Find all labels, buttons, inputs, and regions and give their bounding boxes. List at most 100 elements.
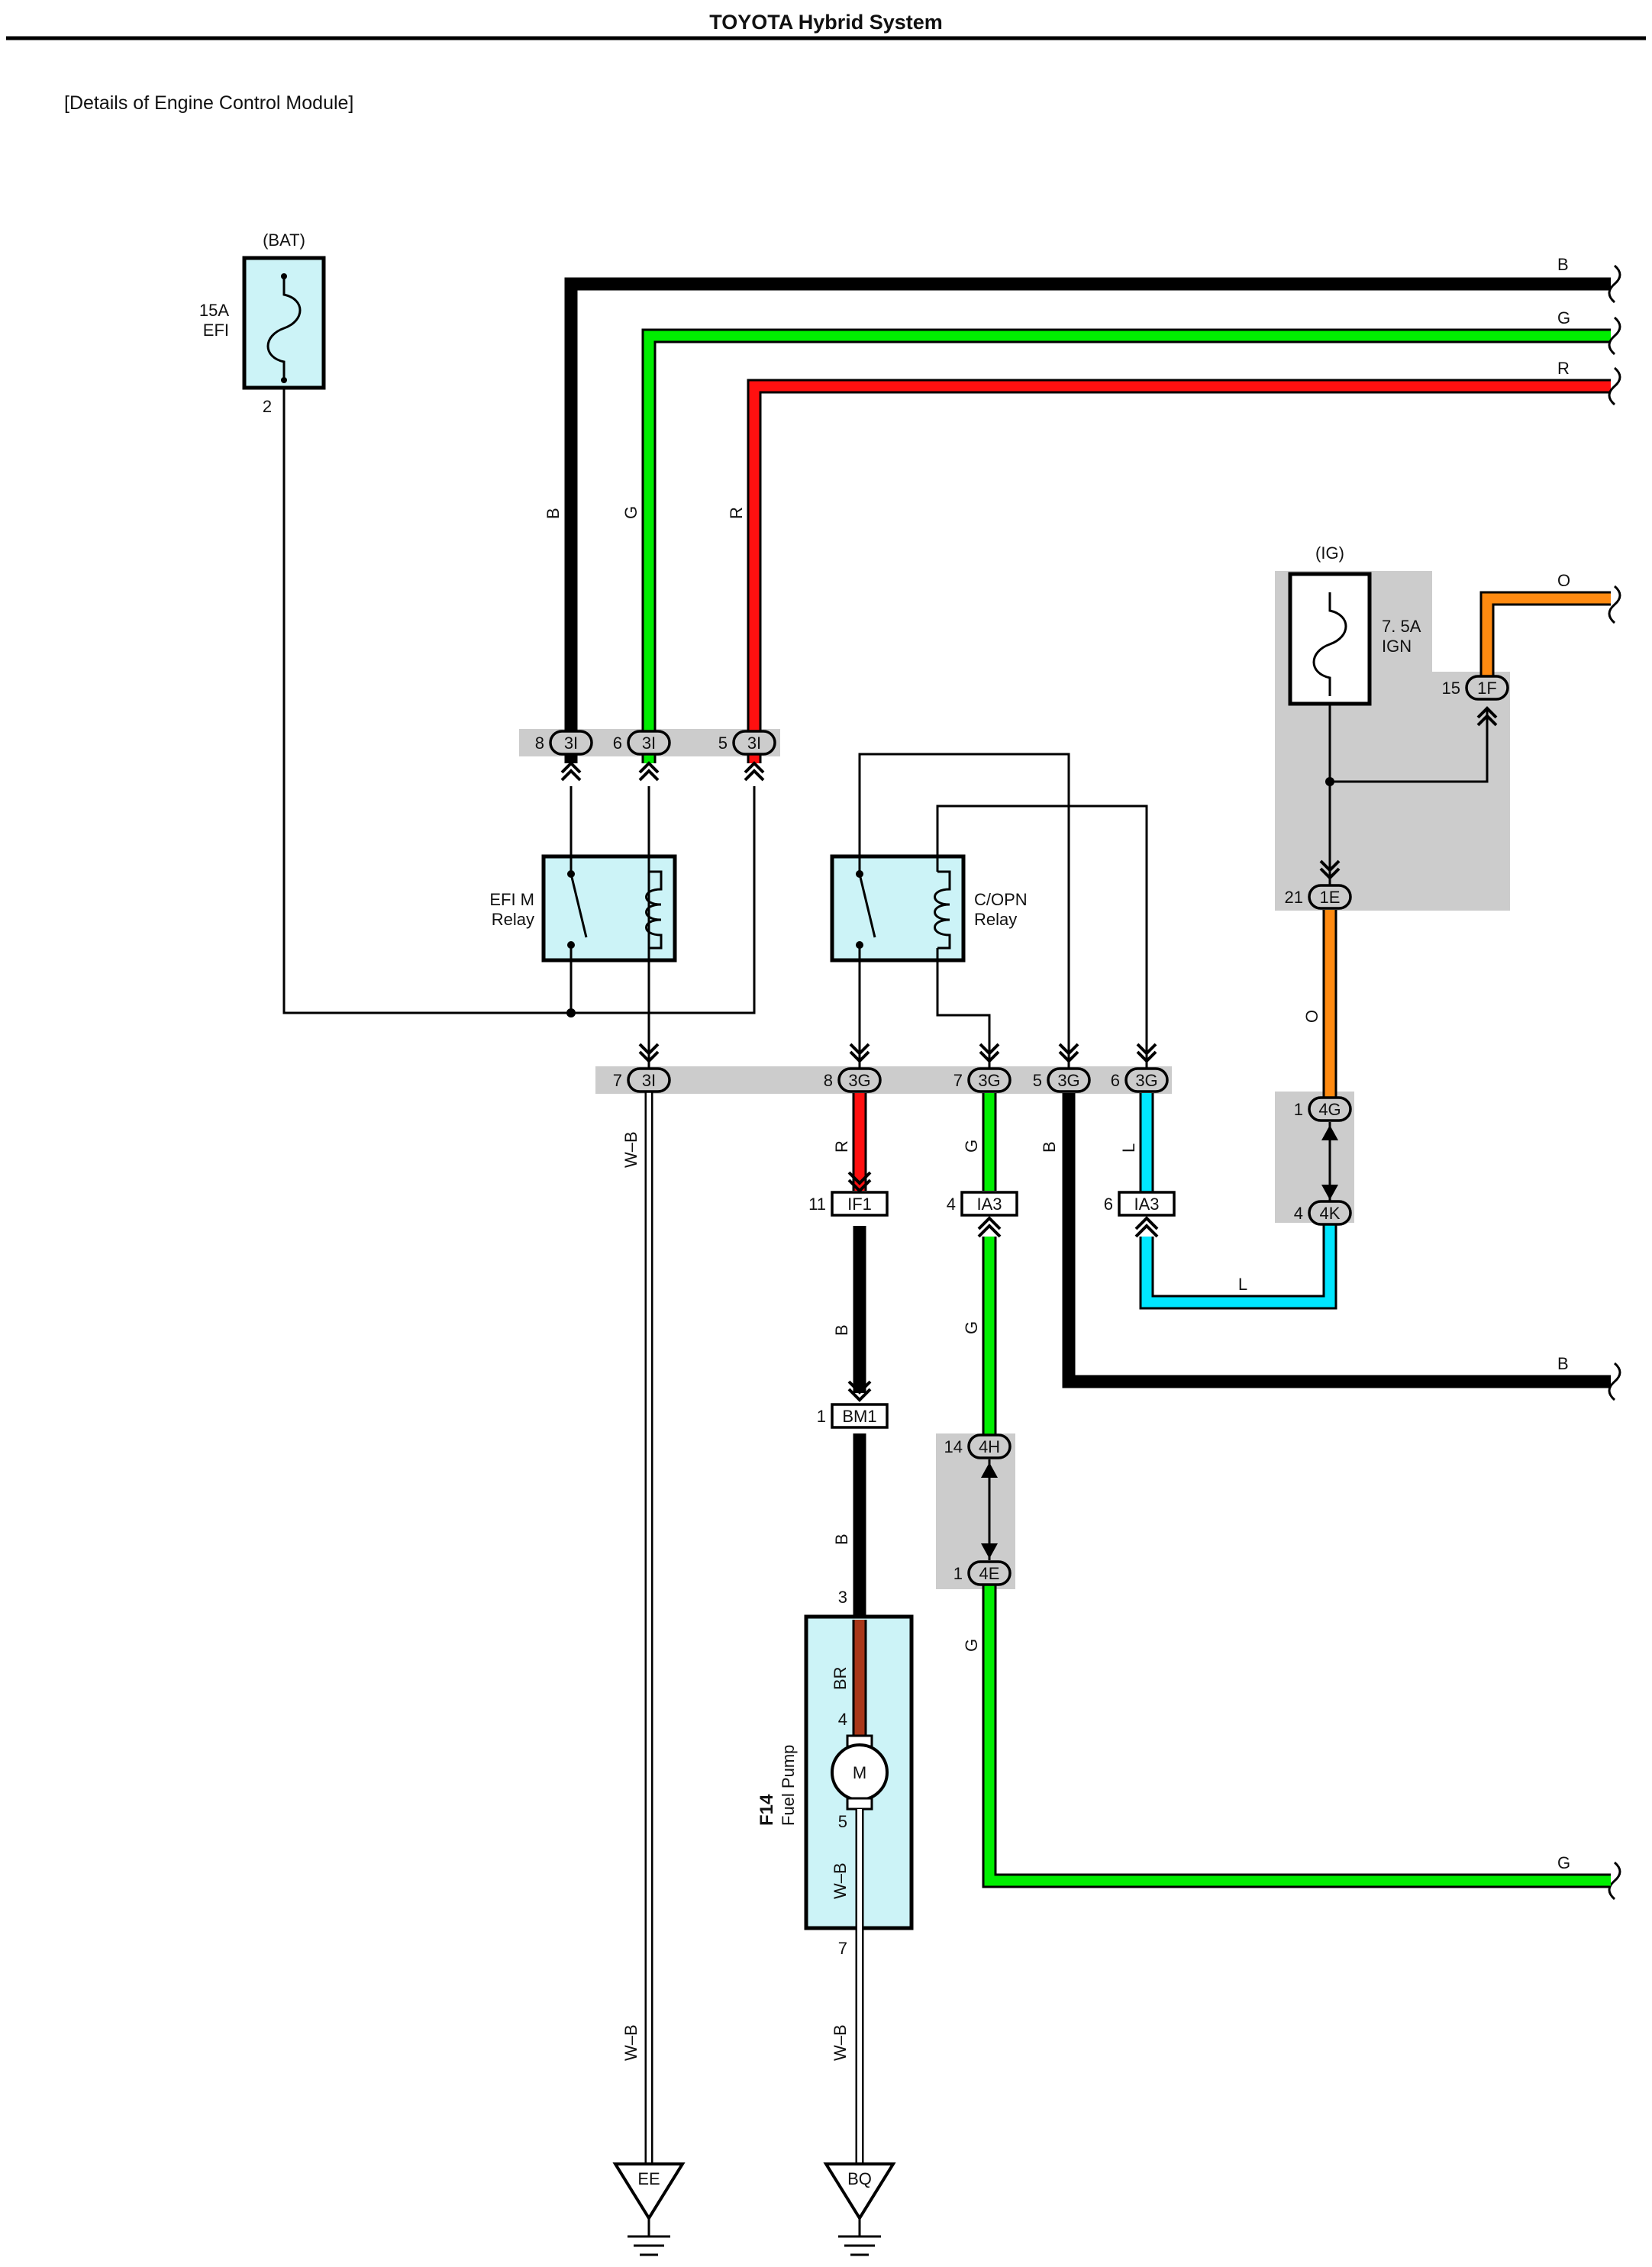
wire-b-right — [1062, 1093, 1611, 1388]
fuse-bat-rating: 15A — [199, 301, 229, 320]
wire-label-g-right: G — [1557, 1853, 1570, 1872]
connector-pin: 14 — [944, 1437, 963, 1456]
connector-code: IA3 — [976, 1195, 1002, 1214]
connector-4H-14: 4H 14 — [944, 1433, 1012, 1459]
connector-code: 3I — [747, 734, 761, 753]
diagram-subtitle: [Details of Engine Control Module] — [64, 92, 353, 114]
relay-contact-icon — [567, 870, 575, 878]
wire-label-l-mid: L — [1119, 1143, 1138, 1153]
connector-code: IF1 — [847, 1195, 872, 1214]
connector-3I-5: 3I 5 — [718, 730, 776, 756]
efi-m-relay-label-2: Relay — [492, 910, 534, 929]
fuse-terminal-icon — [281, 273, 287, 279]
ground-ee — [612, 2162, 686, 2256]
wire-b-top — [564, 277, 1611, 763]
relay-contact-icon — [856, 870, 863, 878]
efi-m-relay — [541, 854, 677, 963]
connector-code: 3I — [642, 1071, 656, 1090]
fuse-bat-pin: 2 — [263, 397, 272, 416]
connector-pin: 4 — [1294, 1204, 1303, 1223]
connector-4K-4: 4K 4 — [1294, 1200, 1352, 1226]
wire-label-w-b-left-bottom: W–B — [621, 2024, 640, 2061]
connector-pin: 4 — [947, 1195, 956, 1214]
connector-code: 4K — [1320, 1204, 1341, 1223]
motor-label: M — [853, 1763, 866, 1782]
wire-fuse-feed — [282, 388, 756, 1014]
arrow-down-icon — [1321, 1185, 1338, 1200]
connector-3G-7: 3G 7 — [953, 1067, 1012, 1093]
fuse-element-icon — [266, 276, 302, 380]
ground-bq — [823, 2162, 896, 2256]
connector-pin: 8 — [535, 734, 544, 753]
wire-r-top — [747, 379, 1611, 763]
c-opn-relay — [830, 854, 966, 963]
arrow-up-icon — [1321, 1125, 1338, 1140]
connector-code: 3G — [1135, 1071, 1157, 1090]
connector-3G-6: 3G 6 — [1111, 1067, 1169, 1093]
connector-BM1-1: BM1 1 — [817, 1380, 889, 1429]
connector-pin: 1 — [1294, 1100, 1303, 1119]
connector-pin: 1 — [953, 1564, 963, 1583]
connector-pin: 8 — [824, 1071, 833, 1090]
wire-label-b-mid: B — [1040, 1141, 1059, 1153]
wire-label-w-b-pump-bottom: W–B — [831, 2024, 850, 2061]
connector-chevrons-1E — [1319, 859, 1341, 880]
wire-label-g-ia3: G — [962, 1321, 981, 1334]
wire-label-riser-g: G — [621, 506, 640, 519]
wire-label-b-right: B — [1557, 1354, 1569, 1373]
wire-label-top-b: B — [1557, 255, 1569, 274]
pump-pin-7: 7 — [838, 1939, 847, 1958]
connector-code: 4H — [979, 1437, 1000, 1456]
fuse-bat-name: EFI — [203, 321, 229, 340]
wire-label-br-pump: BR — [831, 1666, 850, 1690]
fuse-bat-source: (BAT) — [263, 231, 305, 250]
wire-label-o-top: O — [1557, 571, 1570, 590]
fuse-ig-rating: 7. 5A — [1382, 617, 1421, 636]
wire-ign-to-1f — [1330, 710, 1489, 783]
connector-pin: 6 — [1111, 1071, 1120, 1090]
connector-pin: 6 — [613, 734, 622, 753]
wire-label-o-mid: O — [1302, 1010, 1321, 1023]
wire-label-riser-r: R — [727, 507, 746, 519]
fuse-element-icon — [1312, 592, 1347, 696]
connector-code: 3G — [1057, 1071, 1079, 1090]
wire-label-g-4e: G — [962, 1639, 981, 1652]
wire-label-b-bm1: B — [832, 1533, 851, 1545]
wire-label-riser-b: B — [544, 508, 563, 519]
wire-label-b-if1: B — [832, 1324, 851, 1336]
wire-g-right — [982, 1585, 1611, 1888]
fuse-terminal-icon — [281, 377, 287, 383]
ground-ee-label: EE — [637, 2169, 660, 2188]
ground-bq-label: BQ — [847, 2169, 872, 2188]
wire-label-w-b-left-top: W–B — [621, 1131, 640, 1168]
efi-m-relay-coil-icon — [645, 786, 663, 1069]
wire-l — [1139, 1093, 1337, 1310]
relay-contact-icon — [567, 941, 575, 949]
pump-pin-5: 5 — [838, 1812, 847, 1831]
wire-breaks-right — [1608, 264, 1621, 1901]
connector-chevrons-1F — [1476, 706, 1498, 727]
wire-label-l-bottom: L — [1238, 1275, 1247, 1294]
splice-point-icon — [1325, 777, 1334, 786]
pump-pin-4: 4 — [838, 1710, 847, 1729]
fuse-ig-name: IGN — [1382, 637, 1412, 656]
connector-4G-1: 4G 1 — [1294, 1096, 1352, 1122]
connector-IF1-11: IF1 11 — [808, 1171, 889, 1217]
connector-code: 4E — [979, 1564, 1000, 1583]
fuse-ig-source: (IG) — [1315, 543, 1344, 563]
page-title: TOYOTA Hybrid System — [709, 11, 943, 34]
connector-3I-6: 3I 6 — [613, 730, 671, 756]
connector-4E-1: 4E 1 — [953, 1560, 1012, 1586]
connector-code: 4G — [1318, 1100, 1341, 1119]
connector-pin: 21 — [1285, 888, 1303, 907]
wire-label-top-g: G — [1557, 308, 1570, 327]
wire-label-g-mid: G — [962, 1140, 981, 1153]
arrow-up-icon — [981, 1462, 998, 1478]
connector-chevrons-bus — [638, 1043, 1157, 1063]
c-opn-relay-label: C/OPN — [974, 890, 1028, 909]
connector-pin: 15 — [1442, 679, 1460, 698]
wire-o-top — [1479, 591, 1611, 679]
c-opn-relay-switch-icon — [858, 753, 1070, 1069]
wire-label-r-mid: R — [832, 1140, 851, 1153]
